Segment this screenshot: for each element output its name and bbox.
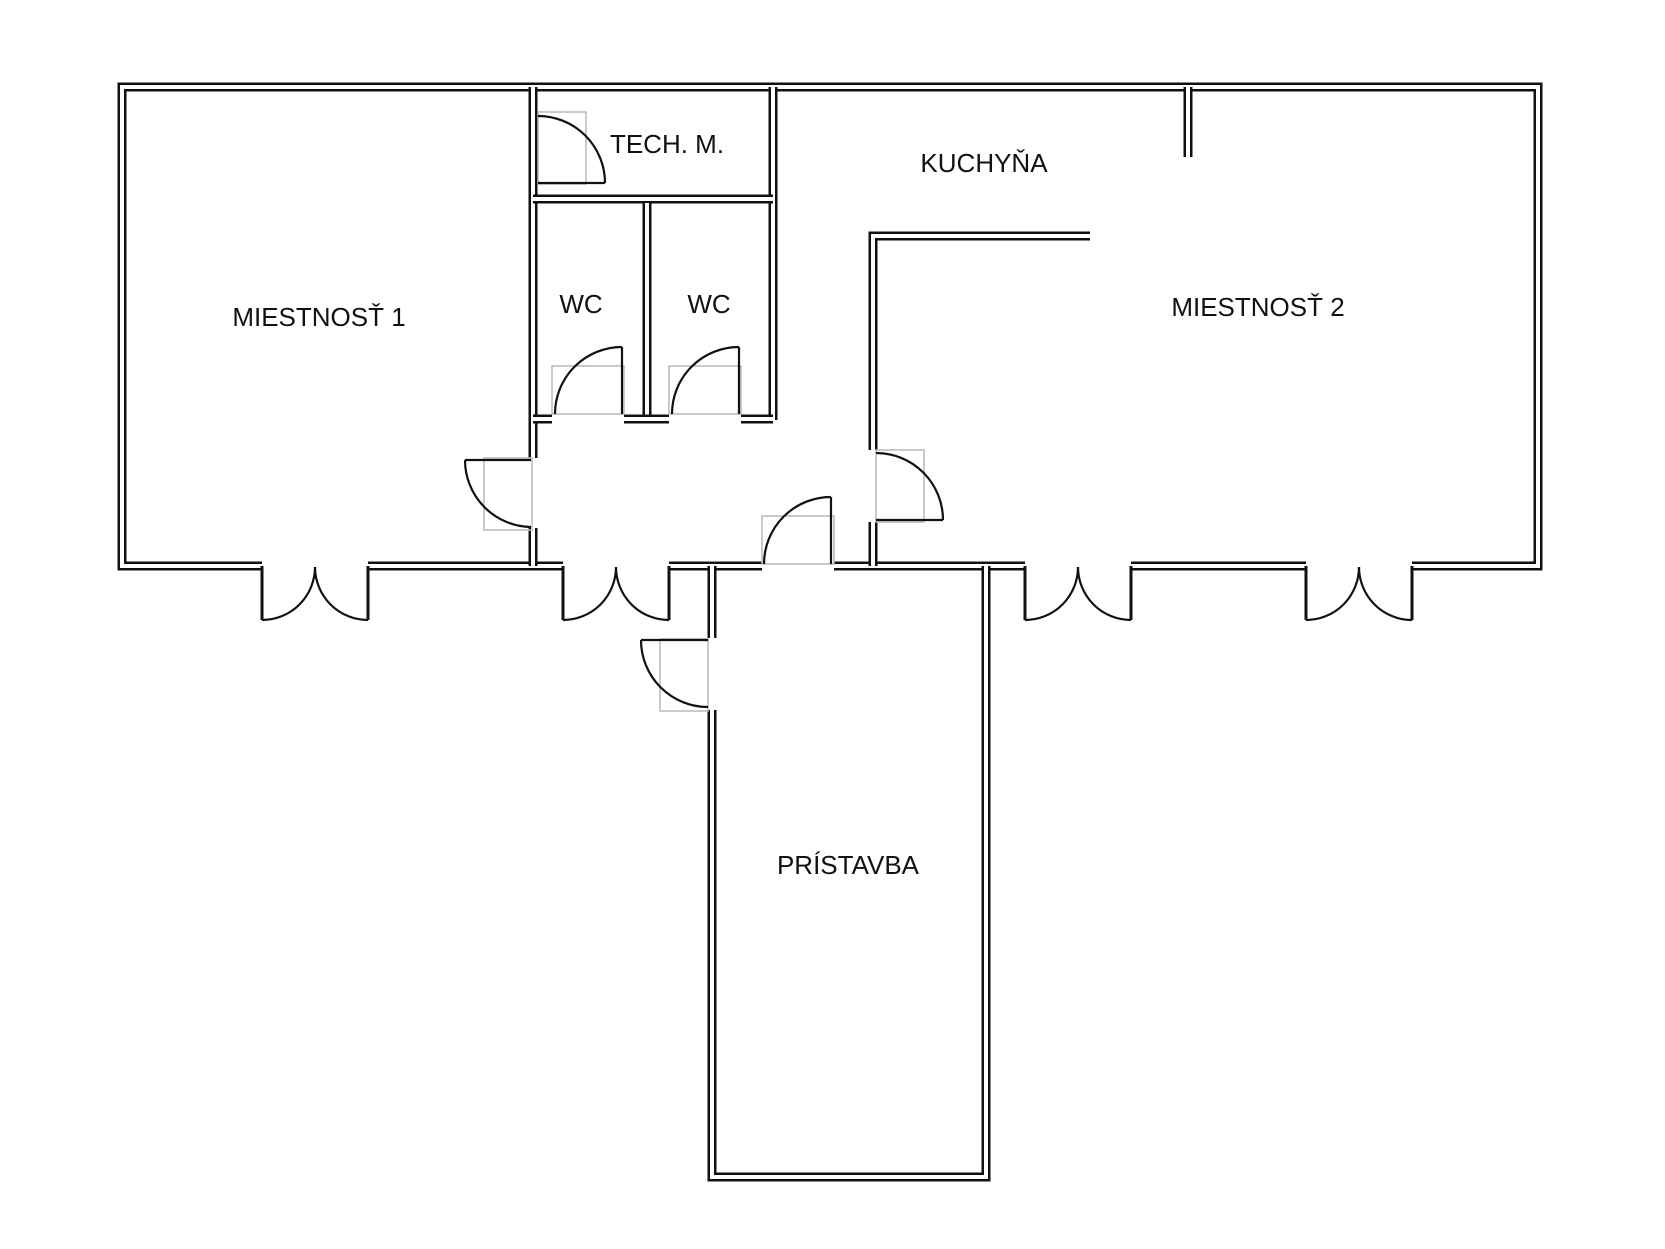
room-labels: MIESTNOSŤ 1 TECH. M. KUCHYŇA WC WC MIEST… — [232, 129, 1344, 880]
door-room1 — [463, 457, 533, 531]
door-wc1 — [551, 345, 625, 415]
label-miestnost1: MIESTNOSŤ 1 — [232, 302, 405, 332]
door-annex-side — [639, 638, 709, 712]
double-door-room2-right — [1304, 566, 1414, 622]
annex-wall-core — [710, 566, 988, 1179]
double-door-room2-left — [1023, 566, 1133, 622]
doors — [260, 111, 1414, 712]
double-door-corridor — [561, 566, 671, 622]
door-wc2 — [668, 345, 742, 415]
door-room2 — [875, 449, 945, 523]
label-wc2: WC — [687, 289, 730, 319]
double-door-room1 — [260, 566, 370, 622]
label-kuchyna: KUCHYŇA — [920, 148, 1048, 178]
label-wc1: WC — [559, 289, 602, 319]
walls — [117, 82, 1543, 1182]
label-tech: TECH. M. — [610, 129, 724, 159]
openings — [262, 413, 1412, 710]
door-tech — [537, 111, 607, 185]
label-pristavba: PRÍSTAVBA — [777, 850, 920, 880]
wall-room2 — [868, 231, 1090, 566]
label-miestnost2: MIESTNOSŤ 2 — [1171, 292, 1344, 322]
door-annex-top — [761, 495, 835, 565]
